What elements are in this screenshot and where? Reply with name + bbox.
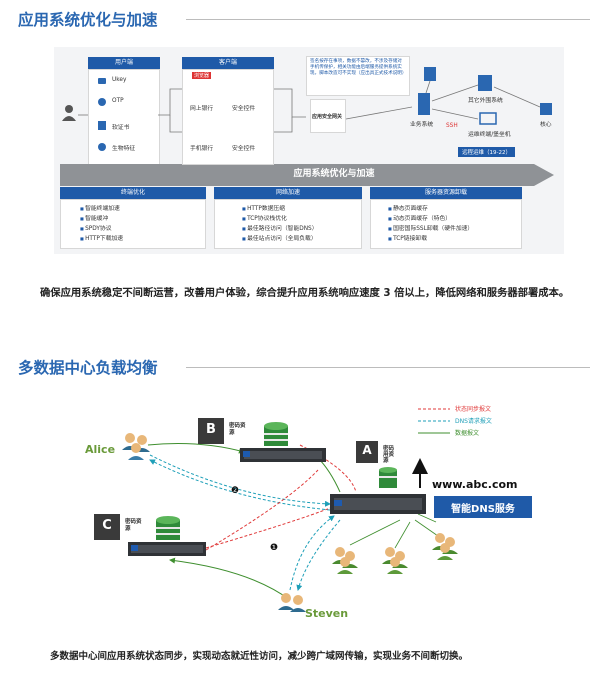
gateway-label: 应用安全网关 (312, 114, 343, 120)
alice-dns-request (149, 454, 331, 507)
server-offload-item: TCP链接卸载 (388, 233, 427, 242)
browser-tag: 浏览器 (192, 72, 212, 79)
ukey-icon (98, 78, 106, 84)
site-a-appliance (330, 494, 426, 514)
network-accel-item: TCP协议栈优化 (242, 213, 287, 222)
section1-divider (186, 19, 590, 20)
business-server-icon (418, 93, 430, 115)
site-b-appliance (240, 448, 326, 462)
dns-service-box (434, 496, 532, 518)
optimization-arrow (60, 164, 554, 186)
certificate-label: 软证书 (112, 125, 130, 131)
server-offload-item: 静态页面缓存 (388, 203, 428, 212)
mobile-bank-label: 手机银行 (190, 146, 214, 152)
alice-to-b-data (147, 443, 245, 454)
terminal-opt-item: SPDY协议 (80, 223, 111, 232)
biometric-label: 生物特征 (112, 146, 136, 152)
network-accel-item: 最佳站点访问（全局负载） (242, 233, 317, 242)
site-b-db-icon (264, 422, 288, 446)
network-accel-item: 最佳路径访问（智能DNS） (242, 223, 317, 232)
certificate-icon (98, 121, 106, 130)
network-acceleration-header: 网络加速 (214, 187, 362, 199)
site-b-badge (198, 418, 224, 444)
otp-icon (98, 98, 106, 106)
core-label: 核心 (540, 122, 552, 128)
site-c-db-icon (156, 516, 180, 540)
user-group-icon (382, 547, 408, 574)
c-b-sync (205, 469, 319, 551)
sql-db-icon (424, 67, 436, 81)
terminal-opt-item: HTTP下载加速 (80, 233, 123, 242)
user-group-icon (332, 547, 358, 574)
site-a-db-icon (379, 467, 397, 488)
steven-user-group-icon (278, 593, 306, 612)
terminal-optimization-header: 终端优化 (60, 187, 206, 199)
core-db-icon (540, 103, 552, 115)
external-system-icon (478, 75, 492, 91)
b-to-a-data (317, 457, 341, 493)
step-2-marker: ❷ (231, 486, 240, 496)
remote-ops-label: 远程运维（19-22） (458, 147, 515, 157)
steven-to-c-data (169, 557, 291, 601)
site-a-label: A (362, 443, 372, 457)
otp-label: OTP (112, 98, 124, 104)
business-system-label: 业务系统 (410, 122, 434, 128)
site-b-resource-label: 密码资源 (229, 423, 246, 436)
site-b-label: B (206, 422, 216, 437)
dns-reply-alice (149, 459, 331, 511)
c-a-sync (205, 507, 331, 549)
site-c-badge (94, 514, 120, 540)
alice-label: Alice (85, 443, 116, 456)
user-icon (62, 105, 76, 121)
server-offload-item: 动态页面缓存（特色） (388, 213, 451, 222)
acceleration-diagram: 用户端 (54, 47, 564, 254)
security-control-label: 安全控件 (232, 106, 256, 112)
fingerprint-icon (98, 143, 106, 151)
security-control-label-2: 安全控件 (232, 146, 256, 152)
legend-sync-label: 状态同步报文 (455, 406, 492, 413)
site-c-resource-label: 密码资源 (125, 519, 142, 532)
b-a-sync (299, 444, 357, 493)
legend-data-label: 数据报文 (455, 430, 480, 437)
steven-label: Steven (305, 607, 349, 620)
section2-title: 多数据中心负载均衡 (18, 359, 158, 377)
section2-caption: 多数据中心间应用系统状态同步，实现动态就近性访问，减少跨广域网传输，实现业务不间… (50, 651, 469, 662)
section2-divider (186, 367, 590, 368)
client-side-header: 客户端 (182, 57, 274, 69)
dns-service-label: 智能DNS服务 (451, 504, 515, 515)
terminal-label: 运维终端/堡垒机 (468, 132, 511, 138)
online-bank-label: 网上银行 (190, 106, 214, 112)
network-accel-item: HTTP数据压缩 (242, 203, 285, 212)
terminal-opt-item: 智能终端加速 (80, 203, 120, 212)
user-side-header: 用户端 (88, 57, 160, 69)
terminal-opt-item: 智能缓冲 (80, 213, 108, 222)
site-c-label: C (102, 518, 112, 533)
terminal-icon (479, 112, 497, 125)
gateway-box (310, 99, 346, 133)
dns-reply-steven (296, 519, 341, 591)
note-box: 签名按存在事项，数据不篡改，不涉及存储对手机传保护，相关功能由后端服务提供系统实… (306, 56, 410, 96)
legend-dns-label: DNS请求报文 (455, 418, 492, 425)
ukey-label: Ukey (112, 77, 127, 83)
section1-description: 确保应用系统稳定不间断运营，改善用户体验，综合提升应用系统响应速度 3 倍以上，… (40, 287, 570, 299)
steven-dns-request (289, 515, 335, 591)
step-1-marker: ❶ (270, 543, 279, 553)
ssh-label: SSH (446, 123, 458, 129)
section1-title: 应用系统优化与加速 (18, 11, 158, 29)
user-group-icon (432, 533, 458, 560)
server-offload-item: 国密国际SSL卸载（硬件加速） (388, 223, 473, 232)
alice-user-group-icon (122, 433, 150, 460)
server-offload-header: 服务器资源卸载 (370, 187, 522, 199)
site-a-resource-label: 密码用资源 (383, 446, 395, 464)
external-system-label: 其它外围系统 (468, 98, 503, 104)
site-a-badge (356, 441, 378, 463)
arrow-banner-label: 应用系统优化与加速 (293, 169, 375, 179)
domain-url: www.abc.com (432, 478, 518, 491)
site-c-appliance (128, 542, 206, 556)
client-side-box (182, 69, 274, 165)
